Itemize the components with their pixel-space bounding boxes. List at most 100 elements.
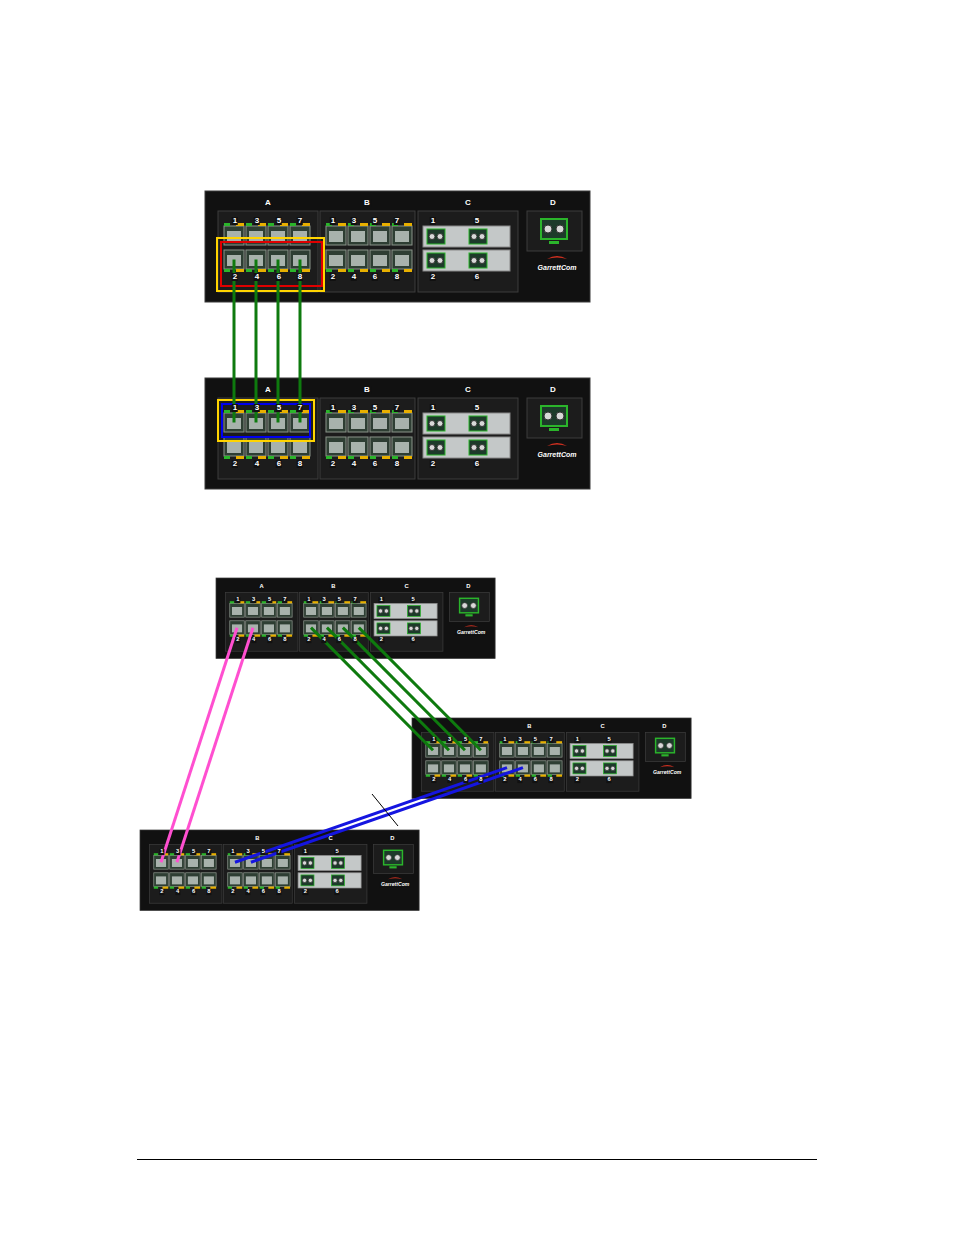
module-panel xyxy=(218,398,318,479)
port-number: 5 xyxy=(276,217,282,225)
port-number: 6 xyxy=(267,637,272,643)
rj45-port xyxy=(320,603,335,617)
fiber-ferrule xyxy=(409,626,413,630)
cable xyxy=(343,628,465,751)
fiber-ferrule xyxy=(611,749,615,753)
fiber-bar xyxy=(374,621,437,636)
activity-led xyxy=(286,635,292,637)
module-panel xyxy=(370,593,443,652)
port-number: 7 xyxy=(277,849,282,855)
rj45-socket xyxy=(354,607,364,615)
fiber-port xyxy=(603,763,616,774)
port-number: 1 xyxy=(306,597,311,603)
port-number: 4 xyxy=(254,273,260,281)
chassis-body xyxy=(205,378,590,489)
activity-led xyxy=(284,887,290,889)
port-number: 8 xyxy=(297,460,303,468)
port-number: 3 xyxy=(251,597,256,603)
port-number: 4 xyxy=(254,460,260,468)
rj45-port xyxy=(370,413,390,432)
fiber-port xyxy=(377,623,390,634)
port-number: 1 xyxy=(430,404,436,412)
fiber-ferrule xyxy=(429,421,435,427)
link-led xyxy=(348,456,354,459)
fiber-ferrule xyxy=(462,603,468,609)
rj45-port xyxy=(260,873,275,887)
port-number: 7 xyxy=(297,217,303,225)
port-number: 8 xyxy=(206,889,211,895)
fiber-ferrule xyxy=(415,626,419,630)
rj45-port xyxy=(278,621,293,635)
activity-led xyxy=(162,887,168,889)
fiber-ferrule xyxy=(333,878,337,882)
fiber-bar xyxy=(423,226,510,247)
fiber-ferrule xyxy=(302,861,306,865)
rj45-port xyxy=(246,603,261,617)
rj45-socket xyxy=(278,876,288,884)
link-led xyxy=(170,887,174,889)
port-number: 8 xyxy=(394,460,400,468)
fiber-port xyxy=(541,219,567,239)
port-number: 6 xyxy=(276,273,282,281)
rj45-socket xyxy=(329,418,343,429)
rj45-socket xyxy=(293,442,307,453)
rj45-port xyxy=(458,761,473,775)
activity-led xyxy=(210,887,216,889)
link-led xyxy=(442,775,446,777)
link-led xyxy=(548,775,552,777)
port-number: 5 xyxy=(533,737,538,743)
port-number: 2 xyxy=(430,273,436,281)
rj45-socket xyxy=(373,255,387,266)
fiber-ferrule xyxy=(302,878,306,882)
port-number: 7 xyxy=(549,737,554,743)
activity-led xyxy=(540,741,546,743)
rj45-port xyxy=(392,413,412,432)
activity-led xyxy=(302,456,310,459)
port-number: 5 xyxy=(463,737,468,743)
rj45-socket xyxy=(534,764,544,772)
fiber-bar xyxy=(423,250,510,271)
port-number: 5 xyxy=(372,217,378,225)
activity-led xyxy=(254,635,260,637)
link-led xyxy=(304,635,308,637)
fiber-port xyxy=(541,406,567,426)
rj45-socket xyxy=(476,764,486,772)
fiber-ferrule xyxy=(470,603,476,609)
module-panel xyxy=(418,398,518,479)
port-number: 7 xyxy=(206,849,211,855)
activity-led xyxy=(312,601,318,603)
activity-led xyxy=(524,775,530,777)
switch-chassis: ABCD13571357152468246826GarrettCom xyxy=(205,378,590,489)
fiber-port xyxy=(301,875,314,886)
rj45-port xyxy=(304,603,319,617)
cable xyxy=(177,628,253,863)
link-led xyxy=(170,853,174,855)
switch-chassis: ABCD13571357152468246826GarrettCom xyxy=(205,191,590,302)
link-led xyxy=(370,456,376,459)
rj45-port xyxy=(170,873,184,887)
port-number: 2 xyxy=(330,273,336,281)
rj45-socket xyxy=(444,764,454,772)
port-number: 7 xyxy=(394,217,400,225)
fiber-bar xyxy=(374,603,437,618)
fiber-ferrule xyxy=(605,766,609,770)
module-letter: D xyxy=(549,386,557,394)
fiber-ferrule xyxy=(580,766,584,770)
activity-led xyxy=(382,269,390,272)
port-number: 6 xyxy=(261,889,266,895)
chassis-body xyxy=(205,191,590,302)
rj45-socket xyxy=(232,607,242,615)
module-panel xyxy=(645,733,685,762)
fiber-ferrule xyxy=(471,258,477,264)
port-number: 1 xyxy=(431,737,436,743)
activity-led xyxy=(178,887,184,889)
link-led xyxy=(246,410,252,413)
port-number: 6 xyxy=(411,637,416,643)
fiber-port xyxy=(301,858,314,869)
switch-panel xyxy=(205,378,590,489)
brand-logo: GarrettCom xyxy=(537,451,578,458)
port-number: 6 xyxy=(474,460,480,468)
logo-swoosh xyxy=(464,625,479,627)
